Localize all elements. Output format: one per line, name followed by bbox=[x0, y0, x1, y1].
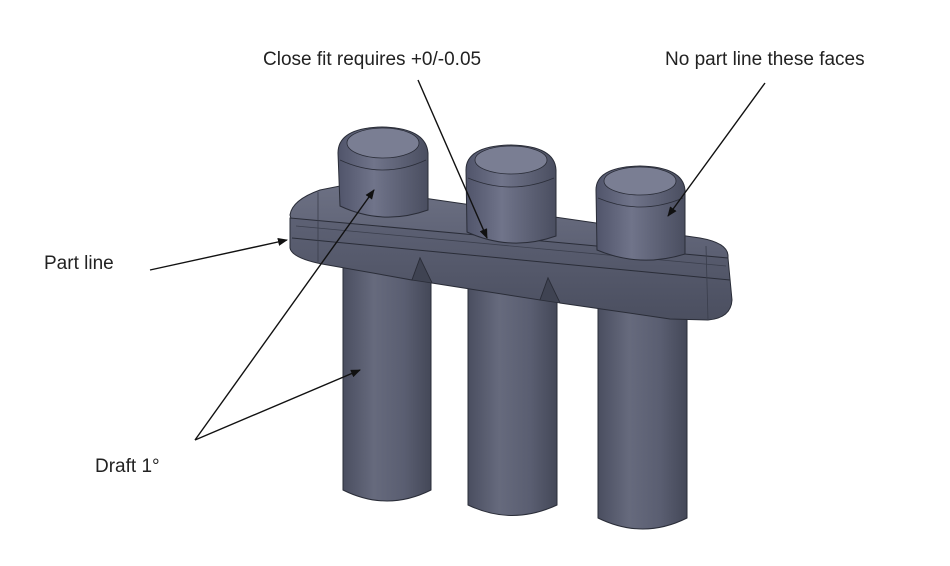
part-line-callout: Part line bbox=[44, 253, 114, 274]
pin-left-upper bbox=[337, 126, 429, 218]
part-line-edge bbox=[291, 237, 731, 281]
leader-tolerance bbox=[417, 79, 488, 239]
leader-draft-upper bbox=[194, 189, 375, 441]
pin-middle-lower bbox=[467, 284, 558, 516]
leader-lines bbox=[149, 79, 766, 441]
tolerance-callout: Close fit requires +0/-0.05 bbox=[263, 49, 482, 70]
leader-no-part-line bbox=[667, 82, 766, 217]
draft-callout: Draft 1° bbox=[95, 456, 160, 477]
pin-right-upper bbox=[595, 165, 686, 261]
pin-middle-upper bbox=[465, 144, 557, 244]
no-part-line-callout: No part line these faces bbox=[665, 49, 865, 70]
pin-left-lower bbox=[342, 264, 432, 502]
pin-right-lower bbox=[597, 304, 688, 530]
leader-draft-lower bbox=[194, 369, 361, 441]
leader-part-line bbox=[149, 238, 288, 271]
